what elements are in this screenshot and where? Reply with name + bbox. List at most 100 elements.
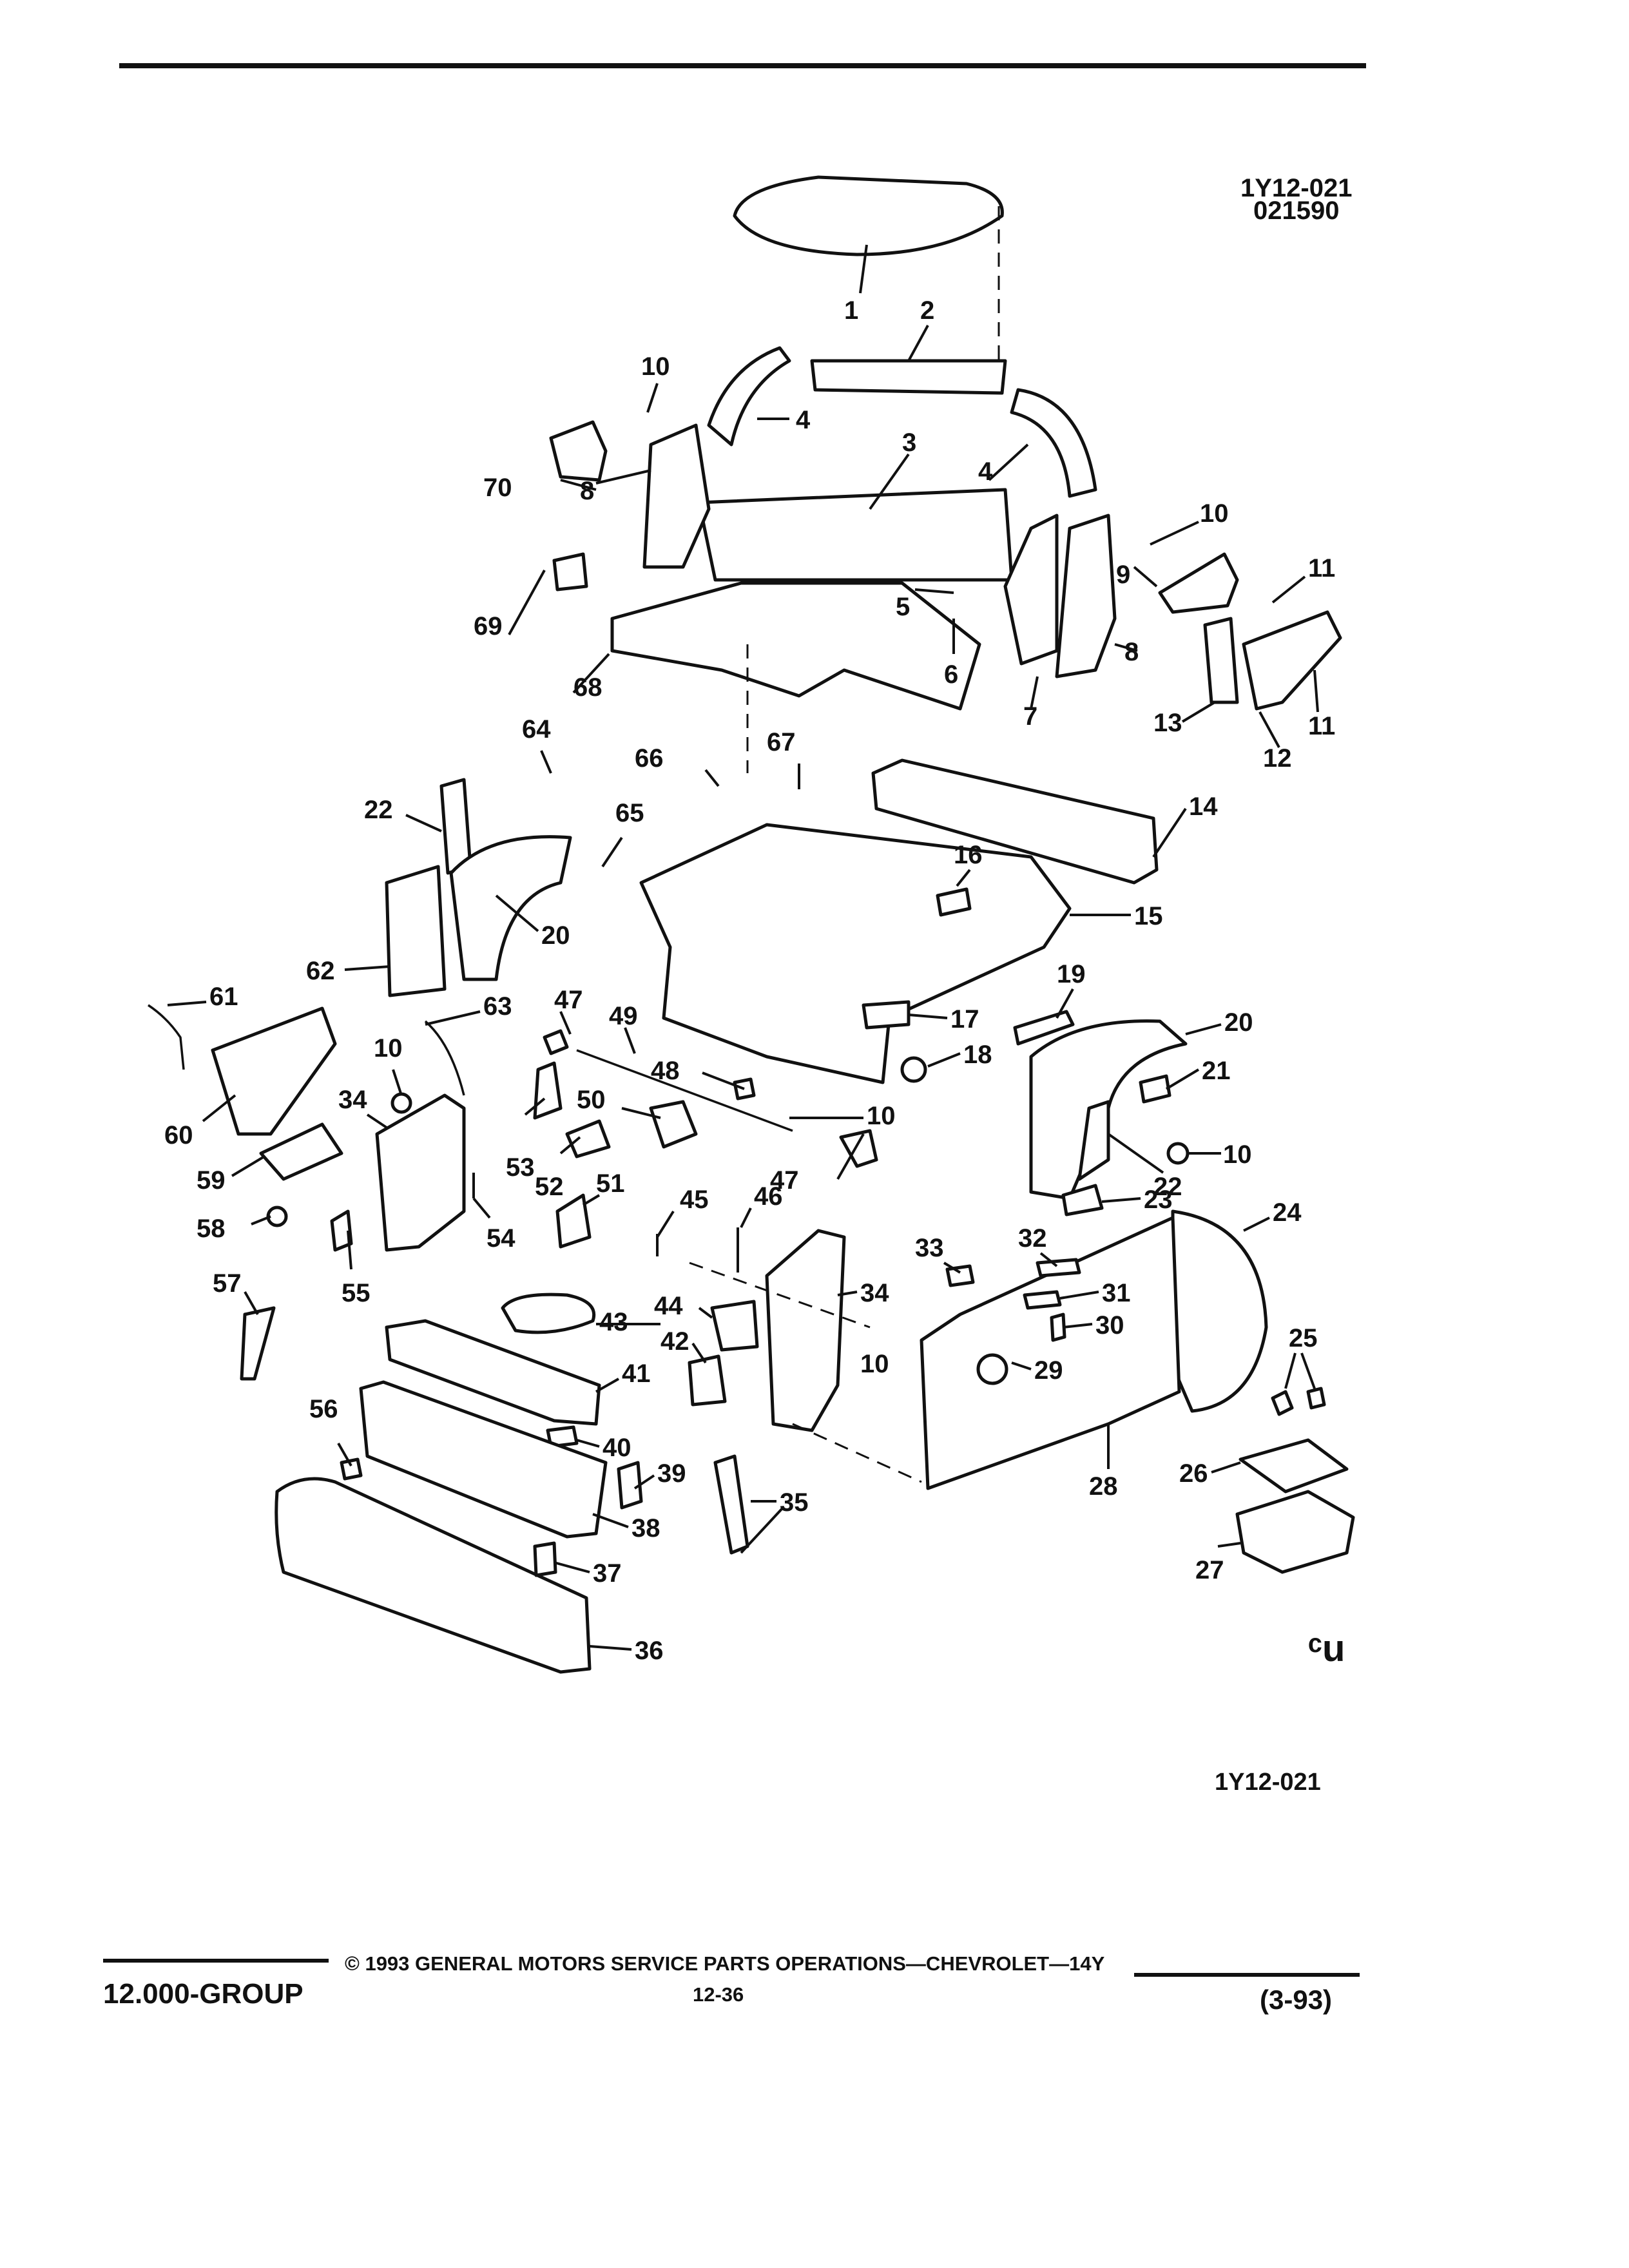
- callout-66: 66: [635, 744, 664, 773]
- callout-20-left: 20: [541, 921, 570, 950]
- part-36-bumper: [275, 1477, 592, 1674]
- callout-54: 54: [487, 1224, 516, 1253]
- callout-10-f: 10: [860, 1350, 889, 1378]
- part-16-plate: [936, 887, 972, 917]
- callout-60: 60: [164, 1121, 193, 1149]
- callout-25: 25: [1289, 1324, 1318, 1352]
- callout-30: 30: [1095, 1311, 1124, 1340]
- callout-17: 17: [950, 1005, 979, 1033]
- part-62-left-panel: [385, 865, 447, 997]
- part-49-bar: [576, 1049, 793, 1132]
- callout-13: 13: [1153, 709, 1182, 737]
- part-2-header: [810, 359, 1007, 395]
- callout-34-right: 34: [860, 1279, 889, 1307]
- callout-38: 38: [631, 1514, 660, 1542]
- callout-14: 14: [1189, 793, 1218, 821]
- callout-22-right: 22: [1153, 1173, 1182, 1201]
- part-69-plate: [552, 552, 588, 591]
- part-1-roof-panel: [733, 175, 1004, 256]
- part-27-well: [1235, 1490, 1355, 1574]
- part-26-seal: [1239, 1438, 1349, 1494]
- part-61-wire: [148, 1004, 185, 1070]
- part-18-plug: [900, 1056, 927, 1083]
- callout-21: 21: [1202, 1057, 1231, 1085]
- part-60-panel: [211, 1006, 337, 1136]
- callout-2: 2: [920, 296, 934, 325]
- part-37-plate: [533, 1541, 557, 1577]
- part-30-bolt: [1050, 1312, 1066, 1342]
- callout-40: 40: [602, 1434, 631, 1462]
- part-51-bracket: [555, 1193, 592, 1249]
- callout-47-lower: 47: [770, 1166, 799, 1195]
- callout-24: 24: [1273, 1198, 1302, 1227]
- part-25-clip-b: [1306, 1387, 1326, 1410]
- callout-10-a: 10: [641, 352, 670, 381]
- footer-rule-right: [1134, 1973, 1360, 1977]
- footer-page-number: 12-36: [693, 1983, 744, 2006]
- callout-9: 9: [1116, 561, 1130, 589]
- part-32-clip: [1036, 1258, 1081, 1278]
- part-10-nut-right: [1166, 1142, 1190, 1165]
- part-10-nut-left: [390, 1092, 412, 1114]
- callout-37: 37: [593, 1559, 622, 1588]
- part-38-front-panel: [359, 1380, 608, 1539]
- part-8-right-inner: [1055, 514, 1117, 678]
- callout-33: 33: [915, 1234, 944, 1262]
- callout-57: 57: [213, 1269, 242, 1298]
- callout-63: 63: [483, 992, 512, 1021]
- part-22-right-reinforcement: [1077, 1100, 1110, 1181]
- part-24-wheelhouse-outer: [1171, 1209, 1268, 1413]
- callout-52: 52: [535, 1173, 564, 1201]
- part-14-cross-member: [871, 758, 1159, 885]
- callout-26: 26: [1179, 1459, 1208, 1488]
- part-59-bracket: [259, 1122, 343, 1181]
- callout-5: 5: [896, 593, 910, 621]
- part-47-lower-clip: [839, 1129, 878, 1168]
- callout-45: 45: [680, 1186, 709, 1214]
- callout-18: 18: [963, 1041, 992, 1069]
- callout-31: 31: [1102, 1279, 1131, 1307]
- callout-4-left: 4: [796, 406, 811, 434]
- callout-47-upper: 47: [554, 986, 583, 1014]
- callout-11-b: 11: [1308, 712, 1335, 740]
- part-58-nut: [266, 1206, 288, 1227]
- diagram-code-sub: 021590: [1253, 197, 1340, 225]
- callout-61: 61: [209, 983, 238, 1011]
- callout-46: 46: [754, 1182, 783, 1211]
- part-23-bracket: [1061, 1184, 1104, 1216]
- part-35-bracket: [713, 1454, 749, 1555]
- callout-42: 42: [660, 1327, 689, 1356]
- callout-36: 36: [635, 1637, 664, 1665]
- part-15-rear-floor: [639, 823, 1072, 1084]
- part-41-grille-support: [385, 1319, 601, 1426]
- callout-1: 1: [844, 296, 858, 325]
- part-34-left-pillar: [375, 1093, 466, 1252]
- part-57-bracket: [240, 1306, 276, 1381]
- callout-29: 29: [1034, 1356, 1063, 1385]
- callout-10-d: 10: [867, 1102, 896, 1130]
- logo-mark: ᶜu: [1308, 1628, 1345, 1669]
- callout-27: 27: [1195, 1556, 1224, 1584]
- callout-70: 70: [483, 474, 512, 502]
- callout-32: 32: [1018, 1224, 1047, 1253]
- callout-4-right: 4: [978, 457, 993, 486]
- callout-68: 68: [574, 673, 602, 702]
- part-25-clip-a: [1271, 1390, 1294, 1416]
- footer-rule-left: [103, 1959, 329, 1963]
- part-13-bracket: [1203, 617, 1239, 704]
- callout-20-right: 20: [1224, 1008, 1253, 1037]
- callout-22-left: 22: [364, 796, 393, 824]
- callout-19: 19: [1057, 960, 1086, 988]
- callout-67: 67: [767, 728, 796, 756]
- footer-date: (3-93): [1260, 1984, 1333, 2015]
- callout-44: 44: [654, 1292, 683, 1320]
- callout-39: 39: [657, 1459, 686, 1488]
- callout-62: 62: [306, 957, 335, 985]
- part-31-clip: [1023, 1290, 1062, 1310]
- callout-10-e: 10: [1223, 1140, 1252, 1169]
- part-68-floor-pan: [610, 581, 981, 711]
- callout-49: 49: [609, 1002, 638, 1030]
- part-34-right-pillar: [765, 1229, 846, 1432]
